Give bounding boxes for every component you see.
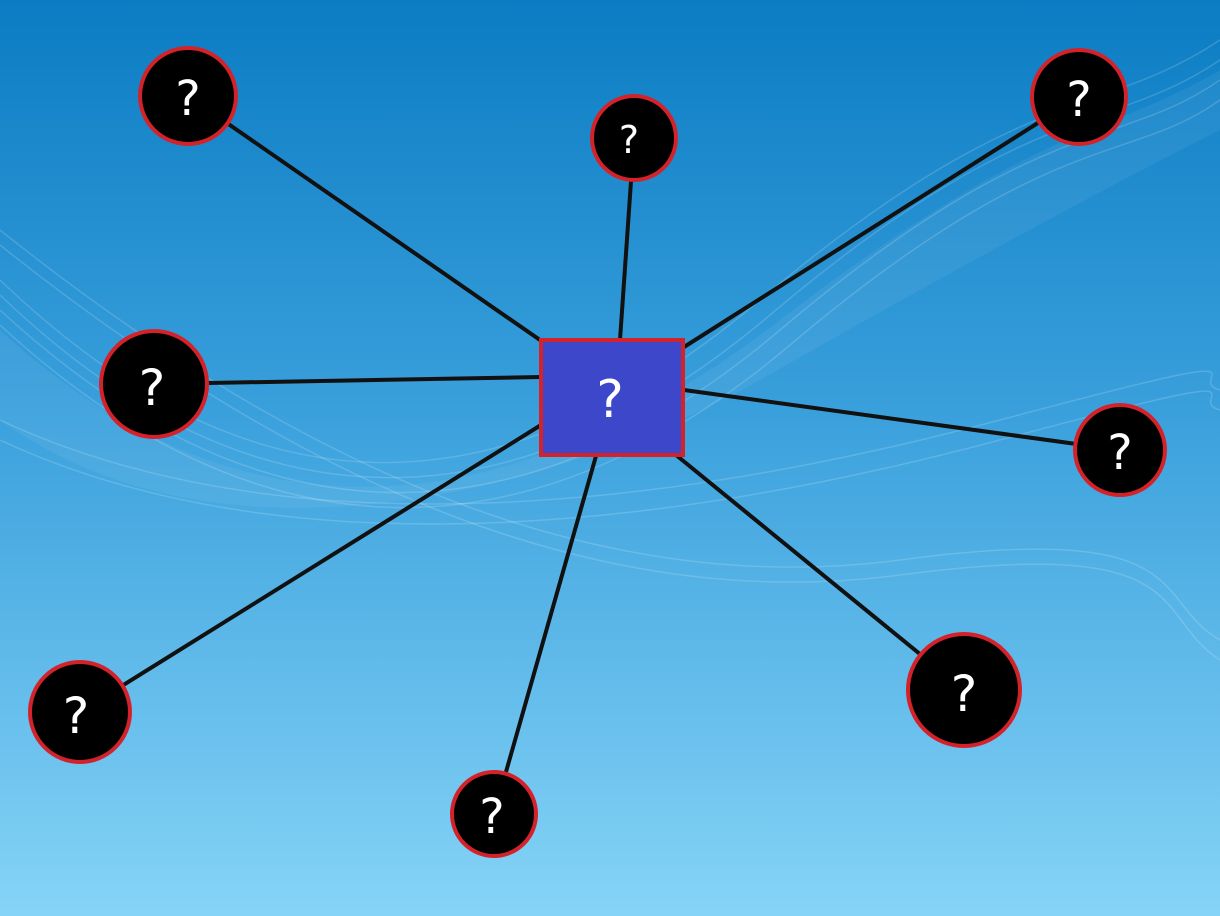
connector-bottom-center bbox=[492, 455, 598, 815]
node-bottom-center-label: ? bbox=[479, 789, 504, 845]
decorative-waves bbox=[0, 39, 1220, 661]
node-bottom-left: ? bbox=[28, 660, 132, 764]
node-top-center-label: ? bbox=[619, 118, 639, 162]
node-mid-right: ? bbox=[1073, 403, 1167, 497]
node-top-right-label: ? bbox=[1066, 72, 1091, 128]
node-mid-right-label: ? bbox=[1107, 425, 1132, 481]
connector-bottom-right bbox=[674, 453, 966, 692]
connector-mid-left bbox=[153, 375, 542, 386]
node-bottom-right: ? bbox=[906, 632, 1022, 748]
connector-top-right bbox=[682, 95, 1081, 349]
node-top-right: ? bbox=[1030, 48, 1128, 146]
node-bottom-left-label: ? bbox=[63, 687, 90, 745]
center-node: ? bbox=[539, 338, 685, 457]
node-bottom-right-label: ? bbox=[951, 665, 978, 723]
node-bottom-center: ? bbox=[450, 770, 538, 858]
node-top-left-label: ? bbox=[175, 71, 200, 127]
connector-lines bbox=[78, 94, 1121, 815]
node-top-left: ? bbox=[138, 46, 238, 146]
node-top-center: ? bbox=[590, 94, 678, 182]
connector-top-left bbox=[186, 94, 542, 342]
connector-bottom-left bbox=[78, 423, 543, 714]
center-node-label: ? bbox=[596, 370, 624, 430]
node-mid-left-label: ? bbox=[139, 359, 166, 417]
node-mid-left: ? bbox=[99, 329, 209, 439]
connector-mid-right bbox=[683, 388, 1121, 452]
